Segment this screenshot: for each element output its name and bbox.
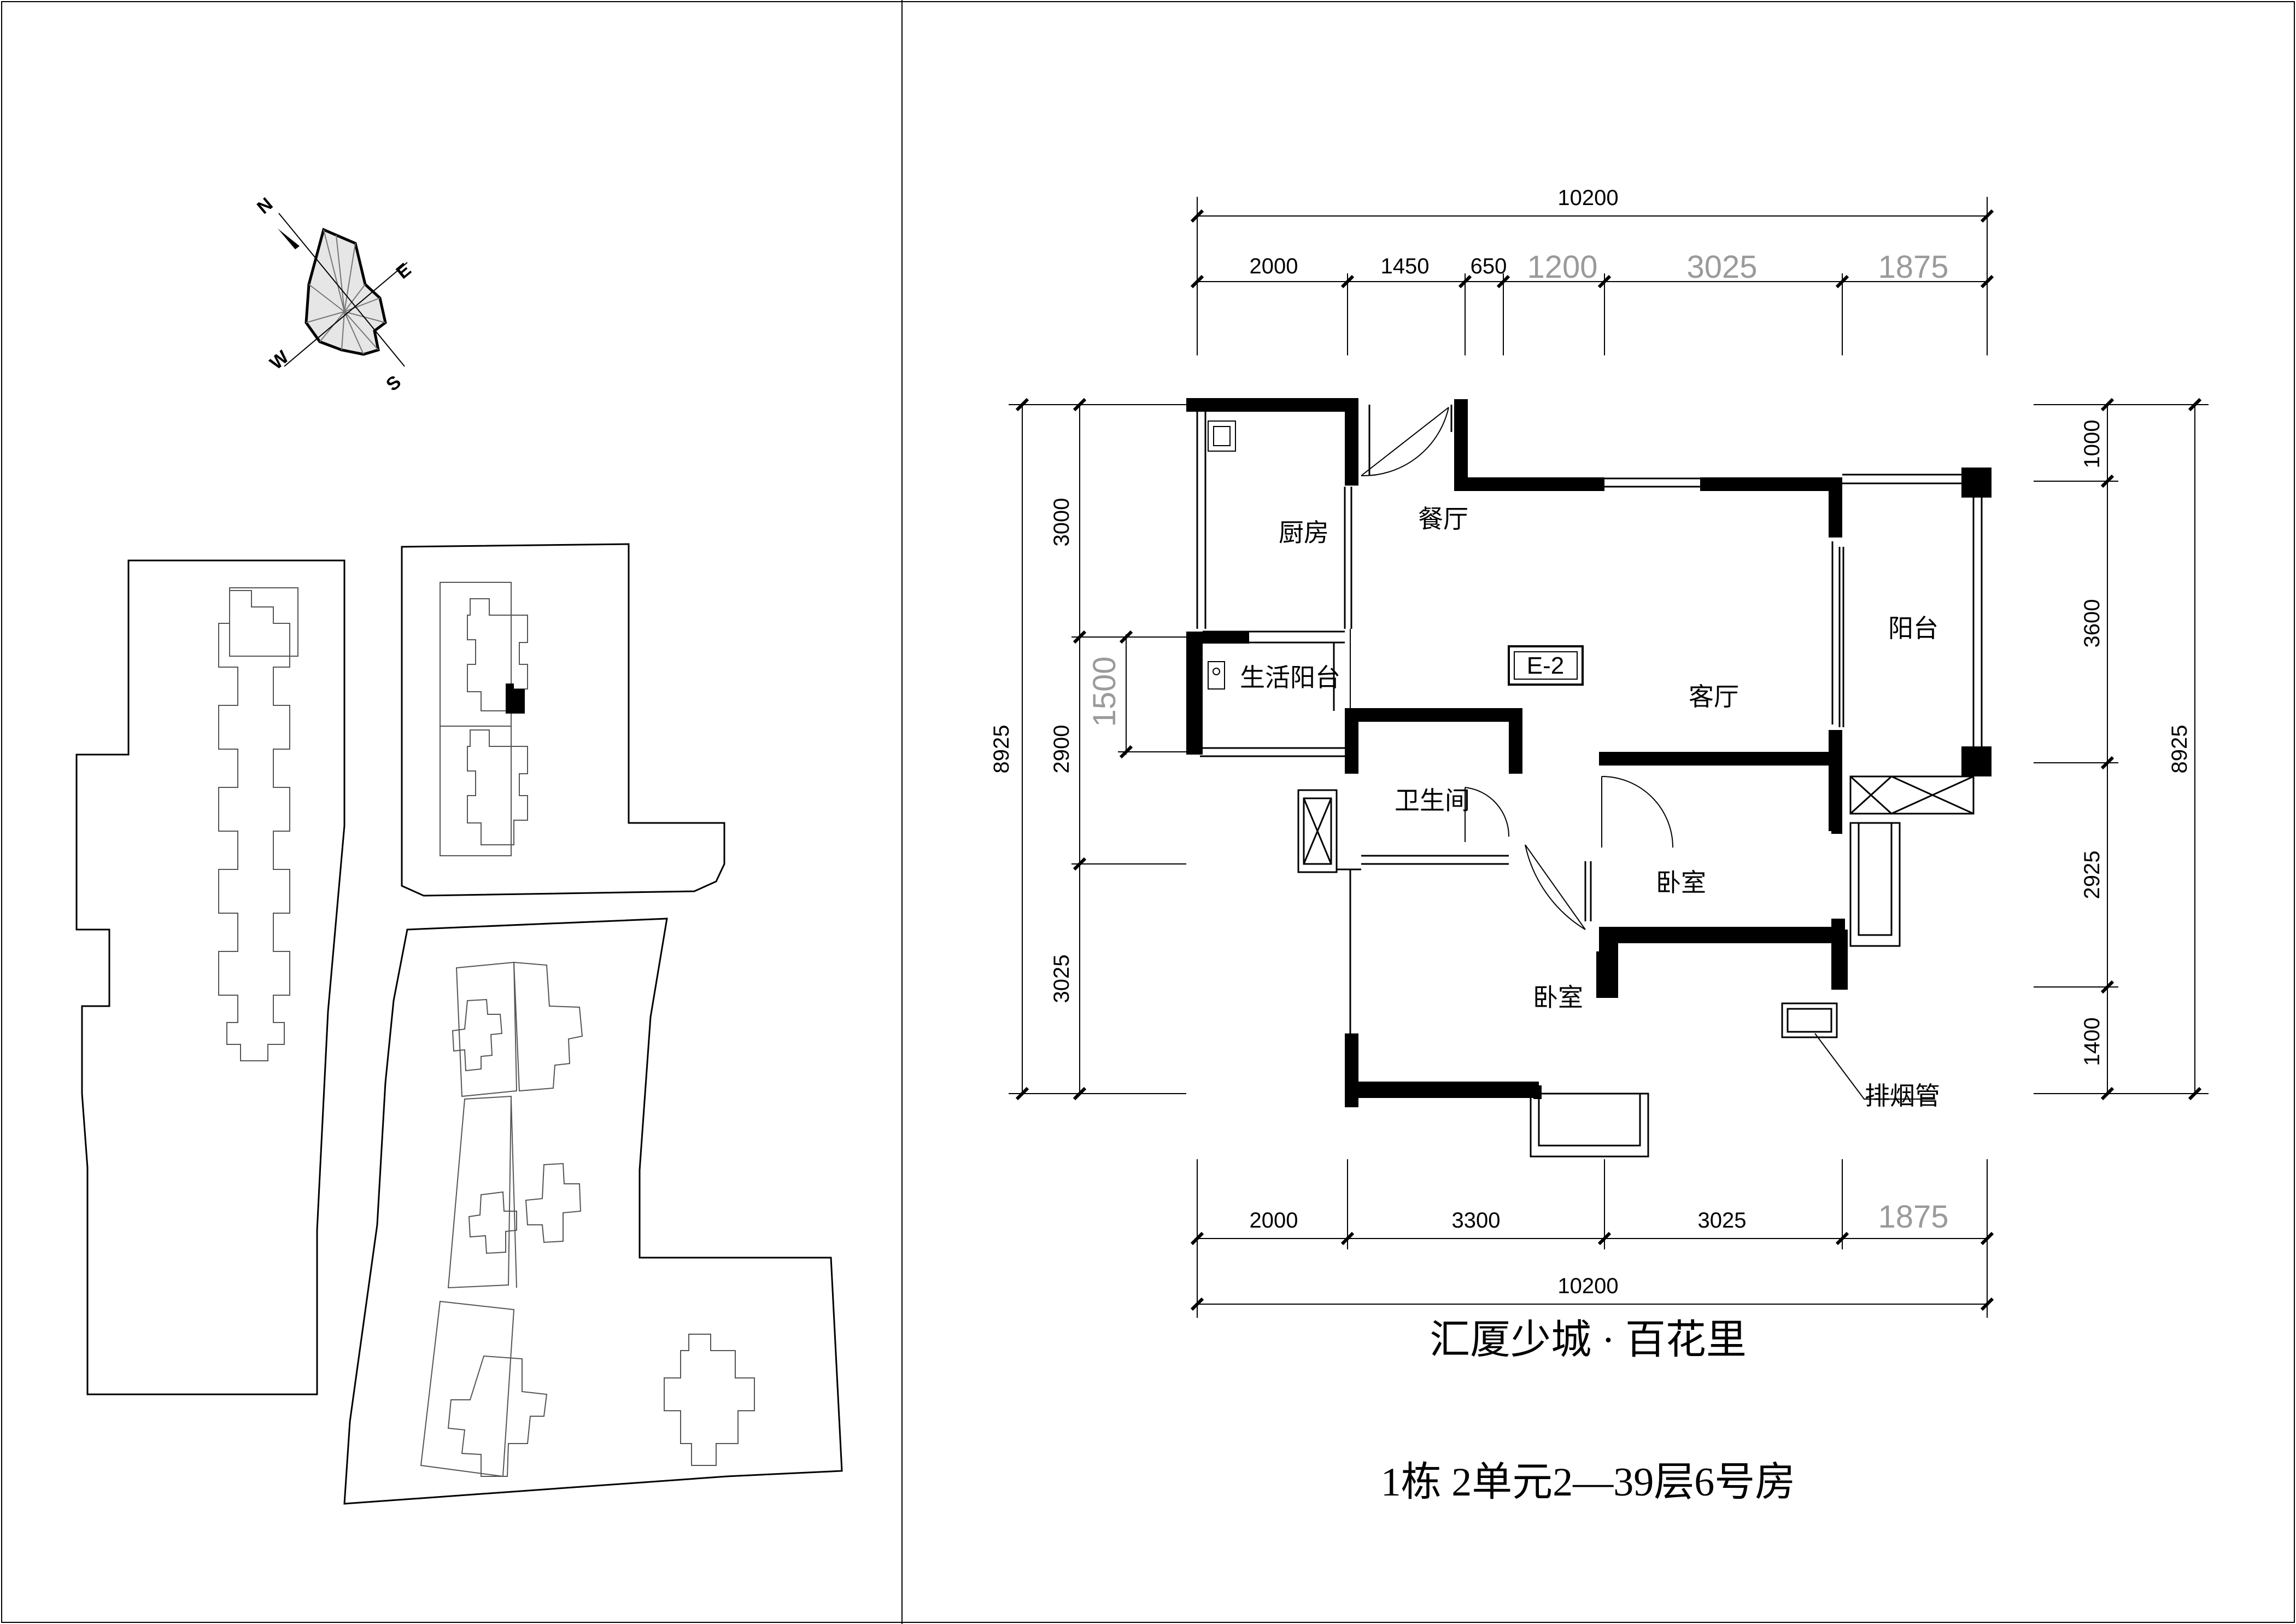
north-arrow-icon — [278, 229, 300, 249]
room-label-bedroom-1: 卧室 — [1533, 984, 1583, 1012]
dim-top-5: 3025 — [1686, 249, 1757, 285]
dim-bottom-1: 2000 — [1250, 1208, 1298, 1232]
tower-west — [218, 587, 298, 1061]
kitchen-fixtures — [1208, 420, 1351, 711]
room-label-balcony: 阳台 — [1888, 615, 1938, 642]
compass-west-label: W — [266, 346, 293, 373]
dimension-right — [2034, 398, 2209, 1101]
site-parcel-west — [75, 559, 345, 1395]
plan-thin-lines — [1196, 405, 1983, 1158]
dimension-left — [1009, 398, 1186, 1101]
plan-label-frame — [1508, 645, 1584, 686]
room-label-dining: 餐厅 — [1418, 505, 1468, 533]
dim-top-3: 650 — [1471, 254, 1507, 278]
dim-top-1: 2000 — [1250, 254, 1298, 278]
dim-right-2: 3600 — [2080, 599, 2104, 648]
dim-right-1: 1000 — [2080, 420, 2104, 469]
dim-bottom-total: 10200 — [1557, 1274, 1618, 1298]
plan-label: E-2 — [1527, 652, 1564, 679]
dim-left-1: 3000 — [1050, 498, 1074, 547]
room-label-utility-balcony: 生活阳台 — [1240, 664, 1340, 692]
dimension-bottom — [1190, 1159, 1994, 1318]
tower-north-east — [440, 582, 528, 856]
dim-left-3: 3025 — [1050, 955, 1074, 1003]
compass-north-label: N — [253, 194, 277, 218]
project-title: 汇厦少城 · 百花里 — [1430, 1318, 1747, 1363]
dim-top-total: 10200 — [1557, 186, 1618, 210]
dim-left-total: 8925 — [989, 725, 1014, 774]
tower-south-3 — [420, 1300, 548, 1477]
dim-right-3: 2925 — [2080, 851, 2104, 899]
dim-bottom-4: 1875 — [1878, 1199, 1948, 1235]
dim-left-2: 2900 — [1050, 725, 1074, 774]
unit-title: 1栋 2单元2—39层6号房 — [1381, 1460, 1796, 1505]
dim-top-2: 1450 — [1381, 254, 1430, 278]
room-label-living: 客厅 — [1689, 683, 1739, 711]
tower-south-2 — [447, 1095, 582, 1289]
compass-south-label: S — [382, 371, 405, 395]
dim-top-4: 1200 — [1527, 249, 1597, 285]
compass-east-label: E — [393, 259, 415, 283]
tower-south-4 — [664, 1334, 755, 1466]
room-label-bedroom-2: 卧室 — [1656, 869, 1706, 897]
dim-left-inner: 1500 — [1087, 656, 1122, 727]
room-label-bathroom: 卫生间 — [1395, 787, 1470, 815]
compass-rose — [278, 213, 408, 367]
room-label-kitchen: 厨房 — [1279, 519, 1329, 547]
dim-top-6: 1875 — [1878, 249, 1948, 285]
plan-walls — [1186, 398, 1992, 1107]
plan-label-inner-frame — [1514, 651, 1578, 680]
dimension-top — [1190, 197, 1994, 355]
dim-right-total: 8925 — [2168, 725, 2192, 774]
dim-right-4: 1400 — [2080, 1018, 2104, 1066]
site-parcel-south — [343, 918, 843, 1505]
site-parcel-north-east — [401, 543, 725, 897]
door-swings — [1361, 407, 1673, 930]
highlighted-unit-notch — [506, 684, 514, 694]
room-label-flue: 排烟管 — [1865, 1082, 1940, 1110]
dim-bottom-2: 3300 — [1452, 1208, 1501, 1232]
dim-bottom-3: 3025 — [1698, 1208, 1747, 1232]
flue-leader — [1814, 1033, 1935, 1100]
site-plan — [75, 543, 843, 1505]
tower-south-1 — [452, 961, 583, 1097]
